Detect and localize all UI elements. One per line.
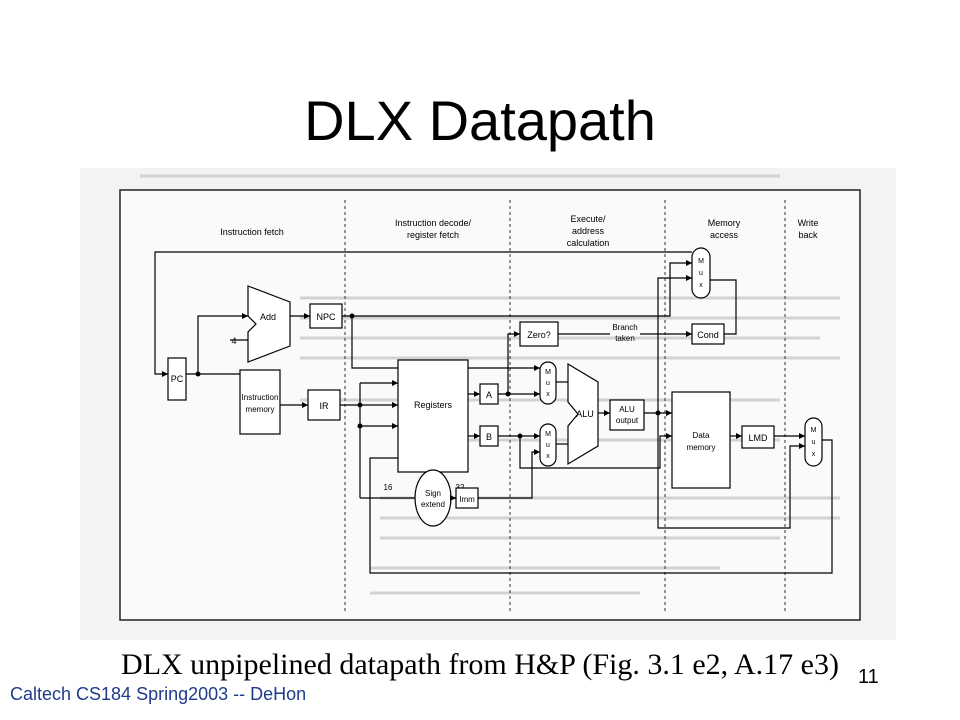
branch-label-2: taken: [615, 334, 635, 343]
adder-label: Add: [260, 312, 276, 322]
npc-register: [309, 303, 343, 329]
svg-text:u: u: [546, 380, 550, 387]
svg-text:x: x: [546, 453, 550, 460]
arrowheads: [162, 260, 805, 501]
lmd-label: LMD: [748, 433, 768, 443]
zero-label: Zero?: [527, 330, 551, 340]
svg-text:x: x: [812, 451, 816, 458]
zero-test: [519, 321, 559, 347]
datapath-diagram: Instruction fetch Instruction decode/ re…: [80, 168, 896, 640]
page-number: 11: [858, 666, 879, 688]
instruction-memory: [239, 369, 281, 435]
svg-text:u: u: [546, 442, 550, 449]
ir-label: IR: [320, 401, 330, 411]
width-16-label: 16: [384, 483, 393, 492]
sign-label-1: Sign: [425, 489, 441, 498]
stage-label-mem-2: access: [710, 230, 739, 240]
npc-label: NPC: [316, 312, 336, 322]
svg-text:x: x: [546, 391, 550, 398]
dmem-label-2: memory: [687, 443, 716, 452]
stage-label-exec-2: address: [572, 226, 605, 236]
alu: [567, 362, 599, 466]
svg-text:M: M: [545, 369, 551, 376]
stage-label-wb-2: back: [798, 230, 818, 240]
slide-title: DLX Datapath: [304, 89, 656, 152]
constant-four-label: 4: [231, 336, 236, 346]
junction-dots: [195, 313, 661, 439]
stage-separators: [344, 200, 786, 613]
a-label: A: [486, 390, 492, 400]
stage-label-fetch: Instruction fetch: [220, 227, 284, 237]
mux-alu-a: M u x: [539, 361, 557, 405]
sign-extend-unit: [414, 469, 452, 527]
lmd-register: [741, 425, 775, 449]
imm-label: Imm: [459, 495, 475, 504]
datapath-figure: Instruction fetch Instruction decode/ re…: [80, 168, 896, 640]
adder: [247, 285, 291, 363]
slide-footer: Caltech CS184 Spring2003 -- DeHon: [10, 684, 307, 704]
mux-alu-b: M u x: [539, 423, 557, 467]
register-file: [397, 359, 469, 473]
svg-text:u: u: [812, 439, 816, 446]
stage-label-exec-1: Execute/: [570, 214, 606, 224]
dmem-label-1: Data: [693, 431, 710, 440]
branch-label-1: Branch: [612, 323, 637, 332]
svg-text:M: M: [811, 427, 817, 434]
imem-label-2: memory: [246, 405, 275, 414]
stage-label-decode-1: Instruction decode/: [395, 218, 472, 228]
stage-label-wb-1: Write: [798, 218, 819, 228]
stage-label-exec-3: calculation: [567, 238, 610, 248]
b-label: B: [486, 432, 492, 442]
data-memory: [671, 391, 731, 489]
imem-label-1: Instruction: [242, 393, 279, 402]
aluout-label-1: ALU: [619, 405, 635, 414]
mux-write-back: M u x: [804, 417, 823, 467]
sign-label-2: extend: [421, 500, 445, 509]
aluout-label-2: output: [616, 416, 639, 425]
stage-label-mem-1: Memory: [708, 218, 741, 228]
alu-output-register: [609, 399, 645, 431]
stage-label-decode-2: register fetch: [407, 230, 459, 240]
figure-frame: [119, 189, 861, 621]
svg-text:u: u: [699, 270, 703, 277]
svg-text:M: M: [545, 431, 551, 438]
pc-label: PC: [171, 374, 184, 384]
cond-label: Cond: [697, 330, 719, 340]
alu-label: ALU: [576, 409, 594, 419]
mux-pc-select: M u x: [691, 247, 711, 299]
pc-register: [167, 357, 187, 401]
registers-label: Registers: [414, 400, 453, 410]
svg-text:x: x: [699, 282, 703, 289]
figure-caption: DLX unpipelined datapath from H&P (Fig. …: [121, 648, 839, 681]
svg-text:M: M: [698, 258, 704, 265]
